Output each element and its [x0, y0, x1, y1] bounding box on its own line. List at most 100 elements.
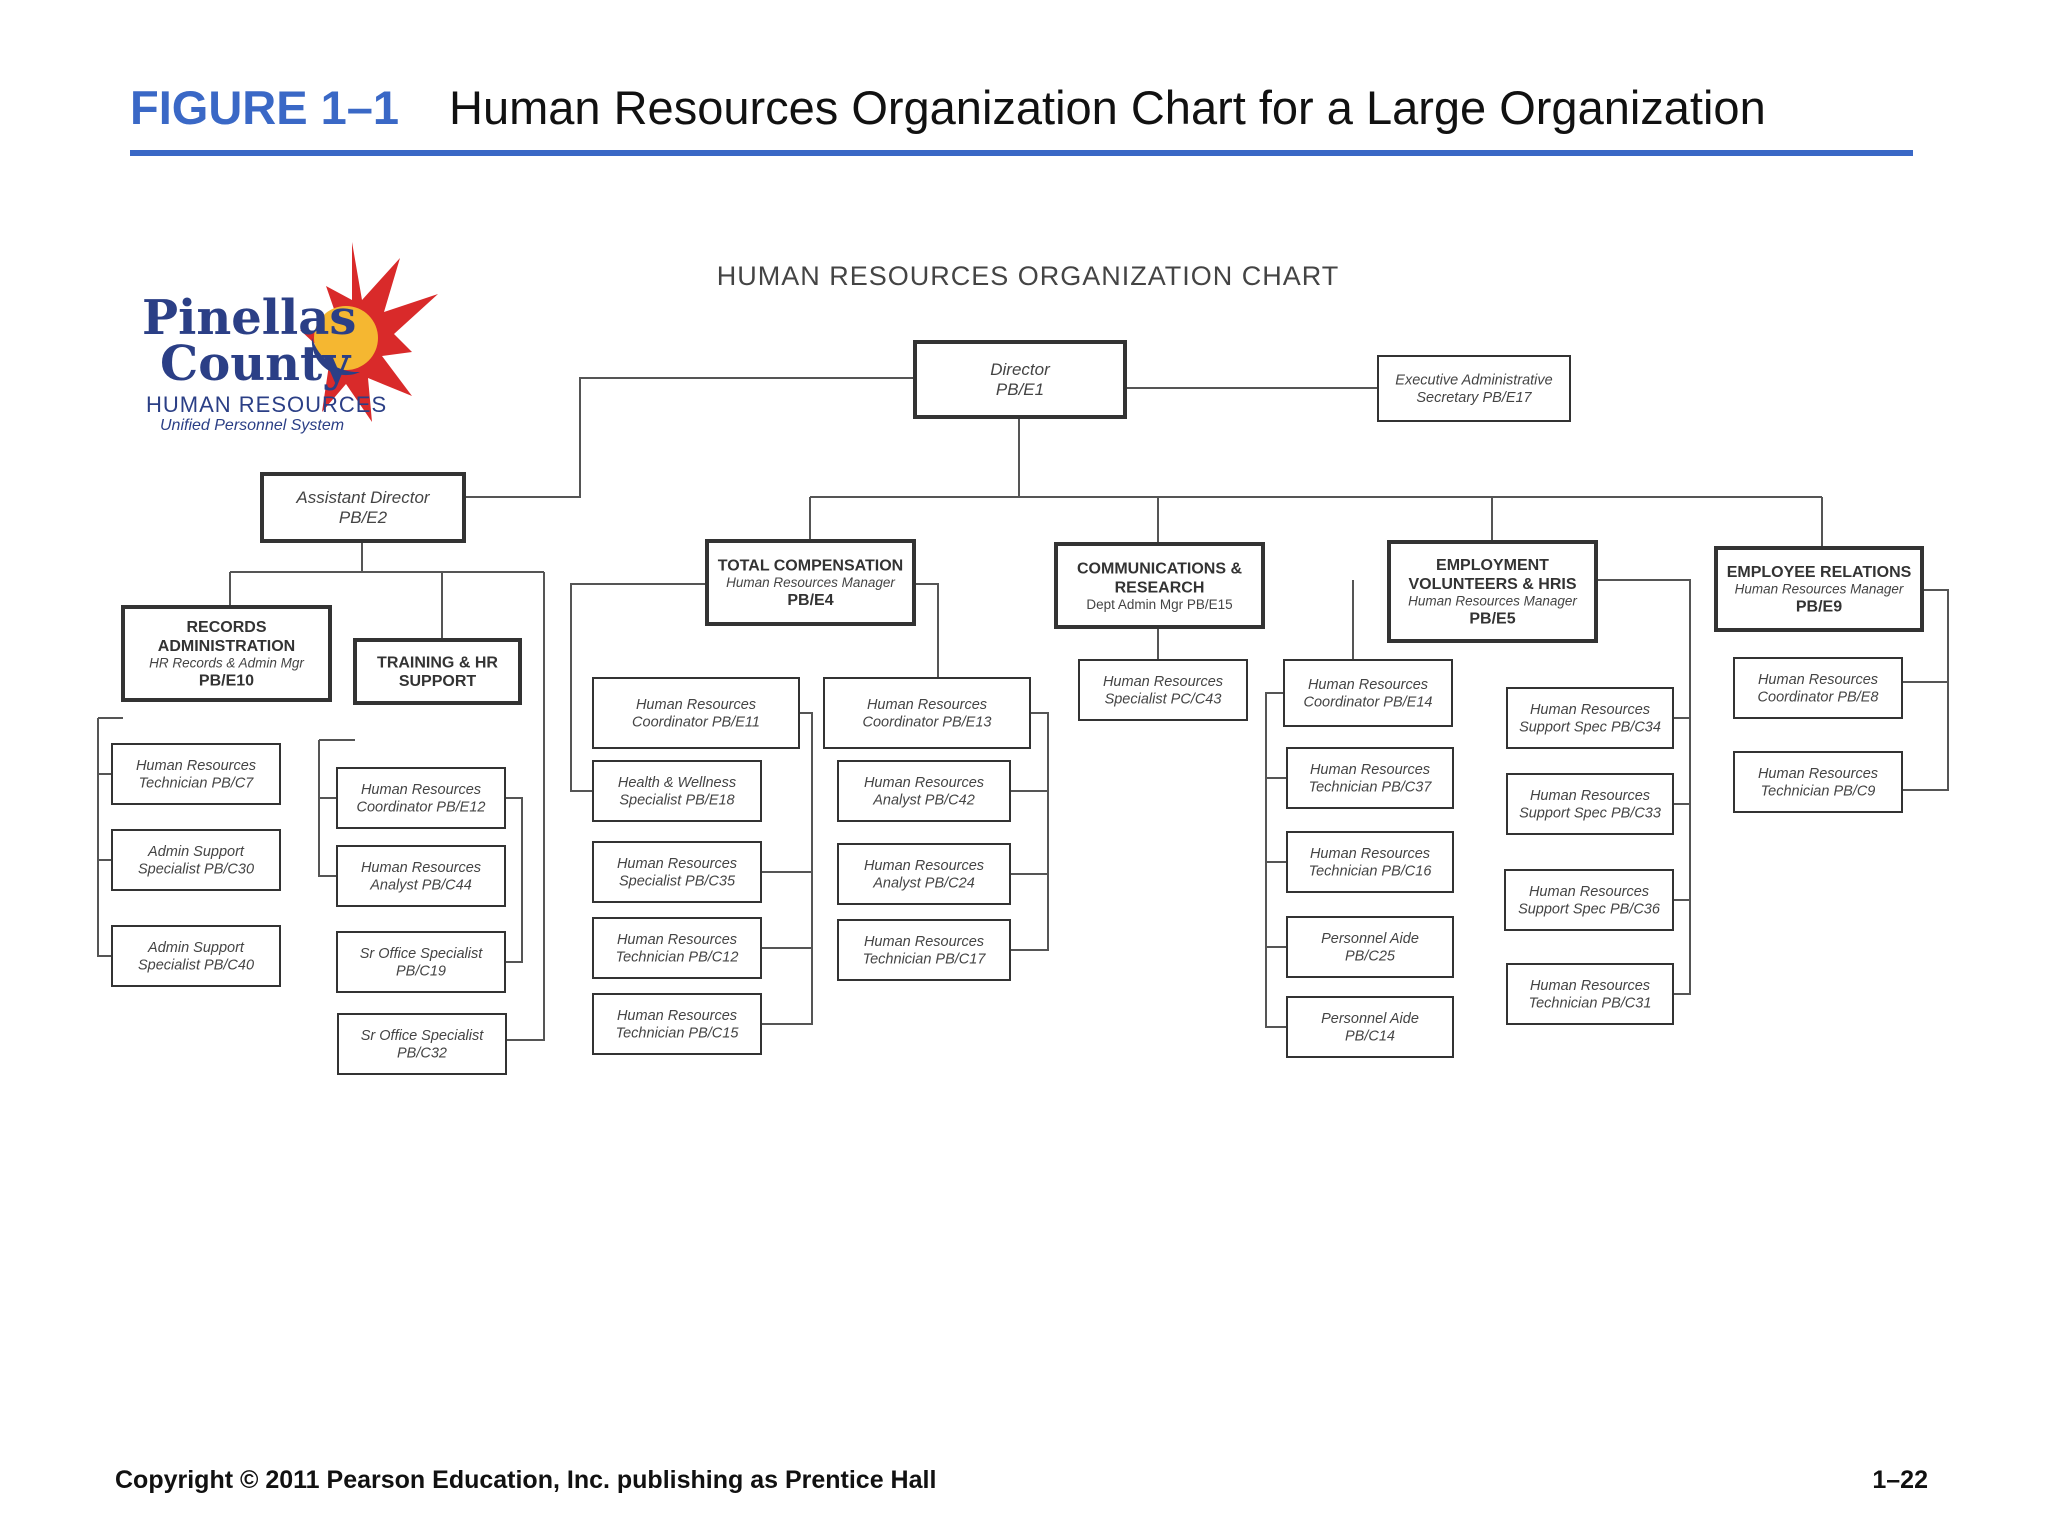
org-node-label-line: Dept Admin Mgr PB/E15	[1086, 597, 1232, 612]
org-node-box	[837, 919, 1011, 981]
org-node-box	[592, 917, 762, 979]
title-rule	[130, 150, 1913, 156]
org-node-label-line: Human Resources	[867, 697, 987, 713]
connector-line	[318, 740, 337, 877]
org-node-box	[1504, 869, 1674, 931]
org-node-label-line: Human Resources	[1758, 766, 1878, 782]
org-node-label-line: Human Resources	[864, 934, 984, 950]
org-node-label-line: Coordinator PB/E12	[357, 799, 486, 815]
org-node-label-line: RESEARCH	[1115, 579, 1205, 596]
org-node-box	[592, 677, 800, 749]
org-node-label-line: PB/E1	[996, 380, 1044, 399]
org-node-label-line: Sr Office Specialist	[360, 946, 483, 962]
org-node-label-line: Human Resources Manager	[1408, 593, 1577, 608]
org-node-label-line: TOTAL COMPENSATION	[718, 557, 903, 574]
org-node-box	[1286, 916, 1454, 978]
org-node-label-line: Human Resources	[1530, 788, 1650, 804]
org-node-label-line: Human Resources	[1758, 672, 1878, 688]
sun-icon	[300, 242, 438, 422]
org-node-box	[337, 1013, 507, 1075]
org-node-label-line: Technician PB/C16	[1309, 863, 1433, 879]
org-node-label-line: COMMUNICATIONS &	[1077, 560, 1242, 577]
org-node-label-line: Secretary PB/E17	[1416, 390, 1532, 406]
org-node-label-line: Sr Office Specialist	[361, 1028, 484, 1044]
org-node-label-line: Admin Support	[147, 844, 245, 860]
org-node-label-line: Specialist PC/C43	[1105, 691, 1222, 707]
logo-text-line2: County	[160, 336, 352, 392]
logo-text-line4: Unified Personnel System	[160, 417, 344, 434]
org-node-label-line: Analyst PB/C44	[369, 877, 472, 893]
org-node-label-line: Human Resources	[1308, 677, 1428, 693]
org-node-box	[353, 638, 522, 705]
copyright-footer: Copyright © 2011 Pearson Education, Inc.…	[115, 1466, 937, 1494]
org-node-box	[1078, 659, 1248, 721]
org-node-label-line: TRAINING & HR	[377, 654, 498, 671]
org-node-label-line: Human Resources Manager	[1735, 581, 1904, 596]
connector-lines	[97, 377, 1949, 1041]
org-node-label-line: Human Resources	[1529, 884, 1649, 900]
org-node-label-line: PB/C25	[1345, 948, 1396, 964]
org-node-label-line: Human Resources	[864, 775, 984, 791]
org-node-label-line: Technician PB/C31	[1529, 995, 1652, 1011]
org-node-label-line: Technician PB/C37	[1309, 779, 1433, 795]
org-node-label-line: Human Resources	[636, 697, 756, 713]
org-node-box	[705, 539, 916, 626]
org-node-label-line: EMPLOYEE RELATIONS	[1727, 564, 1912, 581]
org-node-label-line: Coordinator PB/E8	[1758, 689, 1879, 705]
org-node-label-line: Human Resources	[361, 782, 481, 798]
org-node-label-line: Assistant Director	[295, 488, 431, 507]
figure-title: Human Resources Organization Chart for a…	[449, 81, 1766, 134]
connector-line	[1265, 692, 1287, 1028]
org-node-label-line: Specialist PB/C40	[138, 957, 254, 973]
org-node-label-line: Admin Support	[147, 940, 245, 956]
org-node-label-line: VOLUNTEERS & HRIS	[1408, 576, 1576, 593]
org-node-label-line: HR Records & Admin Mgr	[149, 655, 304, 670]
org-node-box	[1506, 963, 1674, 1025]
connector-line	[570, 583, 707, 792]
org-node-box	[1054, 542, 1265, 629]
connector-line	[914, 583, 939, 678]
org-node-box	[1377, 355, 1571, 422]
connector-line	[505, 797, 523, 963]
org-node-label-line: Specialist PB/C35	[619, 873, 736, 889]
org-node-box	[1714, 546, 1924, 632]
org-node-label-line: Human Resources	[361, 860, 481, 876]
org-node-label-line: Analyst PB/C42	[872, 792, 975, 808]
org-node-label-line: Personnel Aide	[1321, 1011, 1419, 1027]
org-node-label-line: PB/E2	[339, 508, 388, 527]
org-node-label-line: Coordinator PB/E11	[632, 714, 760, 730]
org-node-label-line: Human Resources	[617, 1008, 737, 1024]
connector-line	[506, 572, 545, 1041]
org-node-box	[1286, 747, 1454, 809]
org-node-box	[111, 925, 281, 987]
org-node-label-line: PB/E5	[1469, 611, 1515, 628]
org-node-box	[837, 843, 1011, 905]
org-node-label-line: RECORDS	[186, 619, 266, 636]
connector-line	[1010, 712, 1049, 951]
connector-line	[1596, 579, 1691, 995]
org-node-label-line: EMPLOYMENT	[1436, 557, 1549, 574]
